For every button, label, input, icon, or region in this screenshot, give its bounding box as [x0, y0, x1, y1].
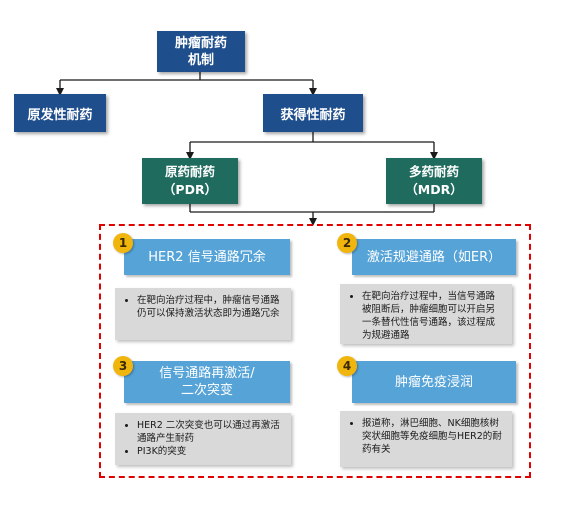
mechanism-4-number: 4: [342, 359, 352, 373]
mechanism-4-note-item: 报道称，淋巴细胞、NK细胞核树突状细胞等免疫细胞与HER2的耐药有关: [362, 417, 504, 456]
mechanism-1-note-item: 在靶向治疗过程中，肿瘤信号通路仍可以保持激活状态即为通路冗余: [137, 294, 283, 320]
mechanism-4-note: 报道称，淋巴细胞、NK细胞核树突状细胞等免疫细胞与HER2的耐药有关: [340, 411, 512, 467]
pdr-line1: 原药耐药: [164, 164, 215, 179]
mechanisms-dashed-frame: [99, 224, 531, 478]
primary-resistance-label: 原发性耐药: [27, 107, 93, 123]
pdr-box: 原药耐药 （PDR）: [142, 158, 238, 204]
mechanism-3-number: 3: [118, 359, 128, 373]
mechanism-2-number: 2: [342, 236, 352, 250]
mechanism-1-title: HER2 信号通路冗余: [148, 249, 266, 265]
mechanism-3-title-line2: 二次突变: [180, 383, 233, 398]
root-line2: 机制: [187, 52, 214, 68]
mechanism-3-note-item: HER2 二次突变也可以通过再激活通路产生耐药: [137, 419, 283, 445]
pdr-line2: （PDR）: [162, 182, 218, 197]
mechanism-4-title: 肿瘤免疫浸润: [394, 374, 473, 390]
mdr-box: 多药耐药 （MDR）: [386, 158, 482, 204]
acquired-resistance-label: 获得性耐药: [280, 107, 346, 123]
mechanism-2-note-item: 在靶向治疗过程中，当信号通路被阻断后，肿瘤细胞可以开启另一条替代性信号通路，该过…: [362, 290, 504, 342]
mechanism-4-badge: 4: [337, 356, 357, 376]
mechanism-1-number: 1: [118, 236, 128, 250]
mechanism-3-title-line1: 信号通路再激活/: [159, 366, 255, 381]
mechanism-1-note: 在靶向治疗过程中，肿瘤信号通路仍可以保持激活状态即为通路冗余: [115, 288, 291, 340]
mdr-line2: （MDR）: [405, 182, 463, 197]
mechanism-2-title: 激活规避通路（如ER）: [366, 249, 502, 265]
mechanism-3-badge: 3: [113, 356, 133, 376]
root-line1: 肿瘤耐药: [174, 35, 227, 51]
mdr-line1: 多药耐药: [408, 164, 459, 179]
mechanism-1-title-box: HER2 信号通路冗余: [124, 239, 290, 275]
primary-resistance-box: 原发性耐药: [14, 94, 106, 132]
mechanism-2-badge: 2: [337, 233, 357, 253]
mechanism-4-title-box: 肿瘤免疫浸润: [352, 361, 516, 403]
mechanism-3-title-box: 信号通路再激活/ 二次突变: [124, 361, 290, 403]
mechanism-1-badge: 1: [113, 233, 133, 253]
mechanism-3-note: HER2 二次突变也可以通过再激活通路产生耐药 PI3K的突变: [115, 413, 291, 465]
mechanism-2-title-box: 激活规避通路（如ER）: [352, 239, 516, 275]
acquired-resistance-box: 获得性耐药: [263, 94, 363, 132]
mechanism-3-note-item: PI3K的突变: [137, 445, 283, 458]
root-box: 肿瘤耐药 机制: [157, 31, 245, 72]
mechanism-2-note: 在靶向治疗过程中，当信号通路被阻断后，肿瘤细胞可以开启另一条替代性信号通路，该过…: [340, 284, 512, 344]
